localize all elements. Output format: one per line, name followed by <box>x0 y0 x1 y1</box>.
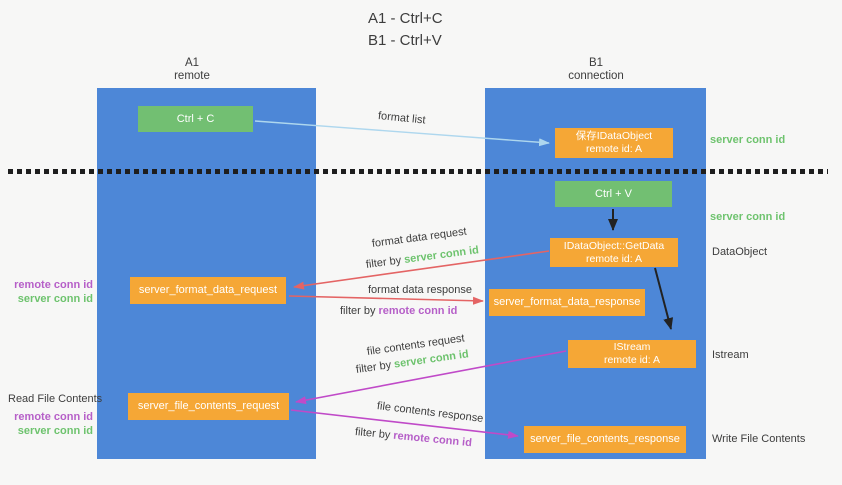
filter-by-text-2: filter by <box>340 305 379 317</box>
annotation-conn-ids-file: remote conn id server conn id <box>0 410 93 438</box>
node-server-file-contents-response: server_file_contents_response <box>524 426 686 453</box>
node-server-file-contents-response-label: server_file_contents_response <box>530 433 680 445</box>
annotation-remote-conn-id-1: remote conn id <box>14 279 93 291</box>
node-idataobject-getdata-line2: remote id: A <box>585 252 643 265</box>
node-idataobject-getdata: IDataObject::GetData remote id: A <box>550 238 678 267</box>
lane-a1-header: A1 remote <box>132 57 252 83</box>
annotation-server-conn-id-left-1: server conn id <box>17 293 93 305</box>
lane-a1-subtitle: remote <box>174 70 210 82</box>
title-line-1: A1 - Ctrl+C <box>368 10 443 27</box>
node-save-idataobject: 保存IDataObject remote id: A <box>555 128 673 158</box>
node-idataobject-getdata-line1: IDataObject::GetData <box>563 239 665 252</box>
edge-label-format-list: format list <box>377 110 427 127</box>
filter-key-remote-conn-2: remote conn id <box>392 429 473 450</box>
node-istream-line1: IStream <box>613 341 651 353</box>
annotation-server-conn-id-left-2: server conn id <box>17 425 93 437</box>
annotation-conn-ids-format: remote conn id server conn id <box>0 278 93 306</box>
filter-by-text-4: filter by <box>354 426 394 442</box>
node-save-idataobject-line1: 保存IDataObject <box>575 130 653 142</box>
arrow-format-data-response <box>288 295 484 305</box>
session-separator-dotted-line <box>8 169 828 174</box>
node-server-format-data-response: server_format_data_response <box>489 289 645 316</box>
annotation-server-conn-id-mid: server conn id <box>710 211 786 223</box>
node-ctrl-v-label: Ctrl + V <box>595 187 632 200</box>
annotation-dataobject: DataObject <box>712 246 768 258</box>
annotation-istream: Istream <box>712 349 749 361</box>
annotation-read-file-contents: Read File Contents <box>8 393 103 405</box>
title-line-2: B1 - Ctrl+V <box>368 32 442 49</box>
filter-key-remote-conn-1: remote conn id <box>378 305 458 317</box>
annotation-server-conn-id-top: server conn id <box>710 134 786 146</box>
edge-label-format-data-response: format data response <box>368 284 472 296</box>
node-server-file-contents-request: server_file_contents_request <box>128 393 289 420</box>
filter-by-text-3: filter by <box>355 358 395 376</box>
lane-b1-subtitle: connection <box>568 70 624 82</box>
lane-b1-header: B1 connection <box>536 57 656 83</box>
node-ctrl-c: Ctrl + C <box>138 106 253 132</box>
node-ctrl-v: Ctrl + V <box>555 181 672 207</box>
filter-key-server-conn-1: server conn id <box>403 244 480 266</box>
diagram-title: A1 - Ctrl+C B1 - Ctrl+V <box>368 8 443 52</box>
node-ctrl-c-label: Ctrl + C <box>176 112 215 125</box>
node-server-file-contents-request-label: server_file_contents_request <box>137 400 280 412</box>
lane-b1-name: B1 <box>588 57 604 69</box>
edge-label-filter-remote-conn-1: filter by remote conn id <box>340 305 457 317</box>
node-istream: IStream remote id: A <box>568 340 696 368</box>
node-server-format-data-request-label: server_format_data_request <box>138 284 278 296</box>
edge-label-file-contents-response: file contents response <box>376 400 484 425</box>
annotation-remote-conn-id-2: remote conn id <box>14 411 93 423</box>
filter-by-text-1: filter by <box>365 254 405 271</box>
node-server-format-data-request: server_format_data_request <box>130 277 286 304</box>
edge-label-filter-remote-conn-2: filter by remote conn id <box>354 426 472 449</box>
node-server-format-data-response-label: server_format_data_response <box>493 296 641 308</box>
edge-label-format-data-request: format data request <box>371 225 468 250</box>
annotation-write-file-contents: Write File Contents <box>712 433 806 445</box>
node-istream-line2: remote id: A <box>603 354 661 366</box>
lane-a1-name: A1 <box>184 57 200 69</box>
node-save-idataobject-line2: remote id: A <box>585 143 643 155</box>
